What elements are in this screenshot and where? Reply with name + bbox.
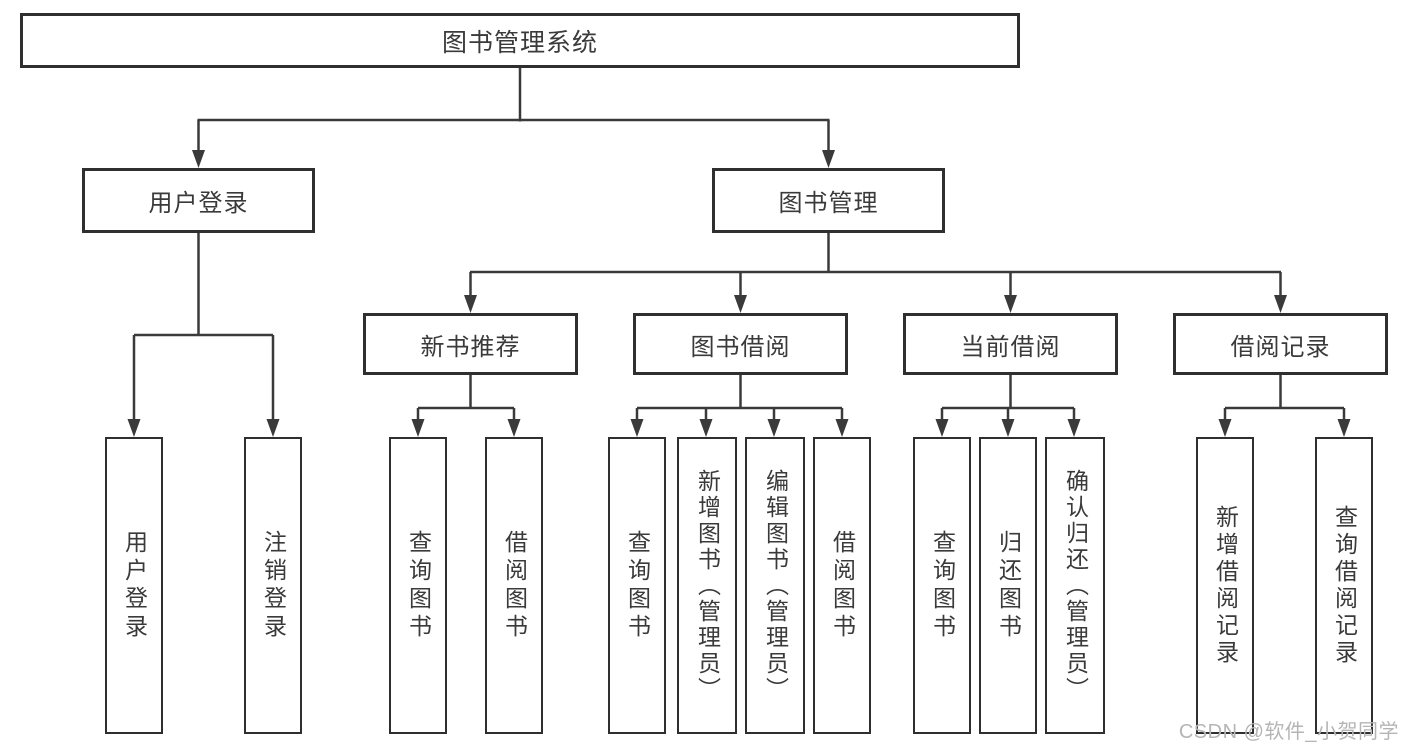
leaf-borrow-book: 借阅图书 [813, 437, 871, 734]
node-borrow-records: 借阅记录 [1173, 313, 1388, 375]
leaf-query-book-current: 查询图书 [913, 437, 971, 734]
leaf-logout: 注销登录 [244, 437, 302, 734]
leaf-confirm-return-admin: 确认归还（管理员） [1045, 437, 1105, 734]
node-book-borrow: 图书借阅 [633, 313, 848, 375]
connector-borrow-records-to-leaves [1218, 375, 1351, 437]
leaf-add-borrow-record: 新增借阅记录 [1196, 437, 1254, 734]
csdn-watermark: CSDN @软件_小贺同学 [1178, 721, 1399, 743]
leaf-user-login: 用户登录 [105, 437, 163, 734]
leaf-query-book-recommend: 查询图书 [389, 437, 447, 734]
leaf-query-borrow-record: 查询借阅记录 [1315, 437, 1373, 734]
node-new-book-recommend: 新书推荐 [363, 313, 578, 375]
connector-root-to-level2 [192, 68, 835, 168]
connector-new-book-recommend-to-leaves [411, 375, 521, 437]
node-current-borrow: 当前借阅 [903, 313, 1118, 375]
connector-user-login-to-leaves [127, 233, 280, 437]
leaf-add-book-admin: 新增图书（管理员） [677, 437, 737, 734]
leaf-query-book-borrow: 查询图书 [608, 437, 666, 734]
leaf-return-book: 归还图书 [979, 437, 1037, 734]
leaf-borrow-book-recommend: 借阅图书 [485, 437, 543, 734]
node-user-login: 用户登录 [82, 168, 315, 233]
connector-current-borrow-to-leaves [935, 375, 1081, 437]
node-root-system: 图书管理系统 [20, 13, 1020, 68]
leaf-edit-book-admin: 编辑图书（管理员） [745, 437, 805, 734]
connector-book-mgmt-to-level3 [464, 233, 1287, 313]
connector-book-borrow-to-leaves [630, 375, 849, 437]
node-book-management: 图书管理 [712, 168, 945, 233]
